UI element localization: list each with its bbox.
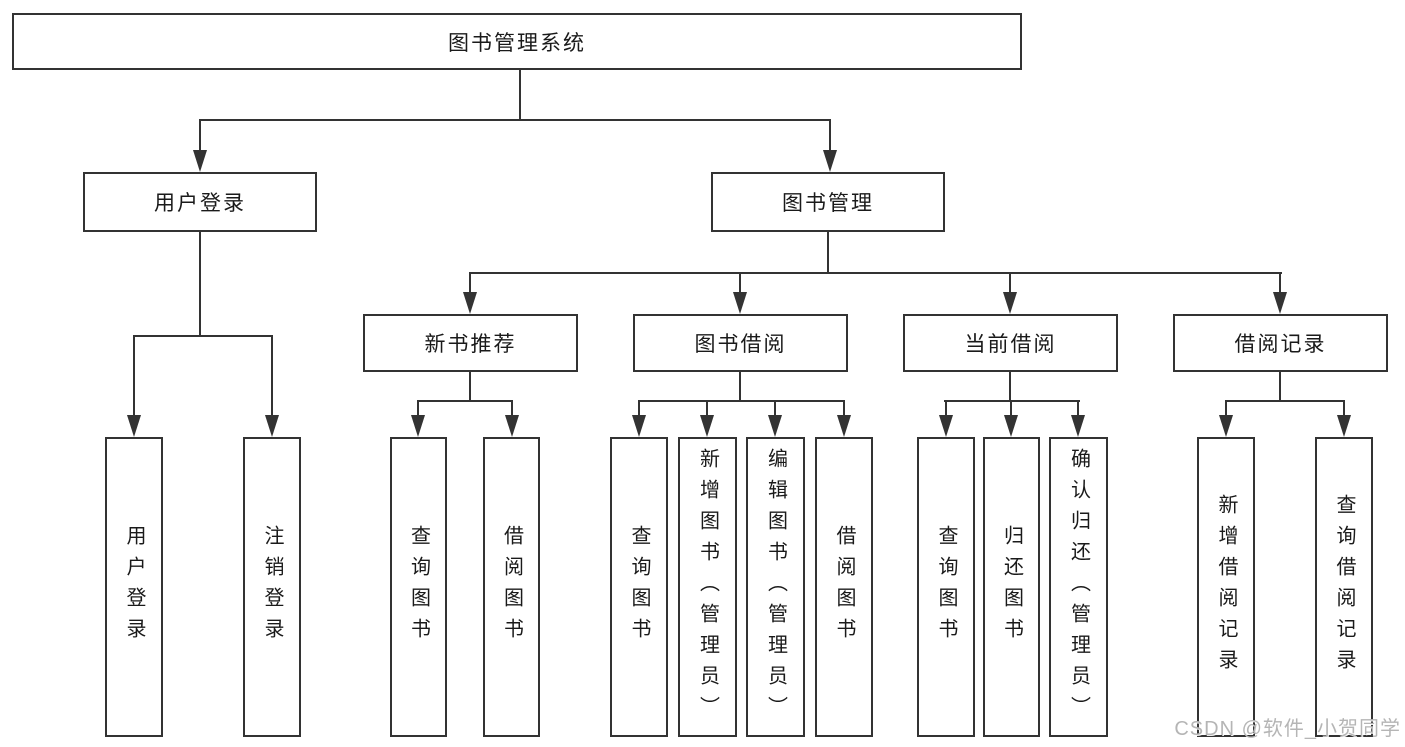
arrow-down-icon xyxy=(1337,415,1351,437)
connector-line xyxy=(1279,372,1281,400)
arrow-down-icon xyxy=(1004,415,1018,437)
leaf-current-search: 查询图书 xyxy=(917,437,975,737)
connector-line xyxy=(1225,400,1227,417)
arrow-down-icon xyxy=(700,415,714,437)
connector-line xyxy=(945,400,947,417)
connector-line xyxy=(739,272,741,294)
leaf-records-search: 查询借阅记录 xyxy=(1315,437,1373,737)
connector-line xyxy=(739,372,741,400)
node-label: 借阅图书 xyxy=(833,525,855,649)
arrow-down-icon xyxy=(1003,292,1017,314)
watermark: CSDN @软件_小贺同学 xyxy=(1174,718,1401,740)
node-borrow-records: 借阅记录 xyxy=(1173,314,1388,372)
node-label: 新增借阅记录 xyxy=(1215,494,1237,680)
node-label: 借阅图书 xyxy=(500,525,523,649)
node-book-borrow: 图书借阅 xyxy=(633,314,848,372)
arrow-down-icon xyxy=(463,292,477,314)
leaf-current-return: 归还图书 xyxy=(983,437,1040,737)
node-label: 用户登录 xyxy=(123,525,145,649)
leaf-newbook-search: 查询图书 xyxy=(390,437,447,737)
connector-line xyxy=(1279,272,1281,294)
connector-line xyxy=(1010,400,1012,417)
arrow-down-icon xyxy=(632,415,646,437)
node-label: 新增图书（管理员） xyxy=(696,447,719,727)
node-label: 借阅记录 xyxy=(1234,333,1327,356)
arrow-down-icon xyxy=(1219,415,1233,437)
arrow-down-icon xyxy=(505,415,519,437)
arrow-down-icon xyxy=(939,415,953,437)
node-label: 图书管理系统 xyxy=(448,31,586,55)
node-library-system: 图书管理系统 xyxy=(12,13,1022,70)
arrow-down-icon xyxy=(1071,415,1085,437)
node-label: 归还图书 xyxy=(1000,525,1023,649)
node-label: 新书推荐 xyxy=(424,333,517,356)
connector-line xyxy=(1009,272,1011,294)
node-label: 当前借阅 xyxy=(964,333,1057,356)
node-label: 查询图书 xyxy=(628,525,650,649)
arrow-down-icon xyxy=(193,150,207,172)
arrow-down-icon xyxy=(823,150,837,172)
connector-line xyxy=(1077,400,1079,417)
arrow-down-icon xyxy=(265,415,279,437)
leaf-logout: 注销登录 xyxy=(243,437,301,737)
connector-line xyxy=(774,400,776,417)
leaf-user-login: 用户登录 xyxy=(105,437,163,737)
connector-line xyxy=(271,335,273,417)
connector-line xyxy=(417,400,513,402)
connector-line xyxy=(417,400,419,417)
arrow-down-icon xyxy=(837,415,851,437)
node-label: 图书管理 xyxy=(782,192,874,215)
connector-line xyxy=(199,119,831,121)
arrow-down-icon xyxy=(733,292,747,314)
node-user-login: 用户登录 xyxy=(83,172,317,232)
leaf-current-confirm-admin: 确认归还（管理员） xyxy=(1049,437,1108,737)
arrow-down-icon xyxy=(768,415,782,437)
leaf-records-add: 新增借阅记录 xyxy=(1197,437,1255,737)
connector-line xyxy=(469,372,471,400)
arrow-down-icon xyxy=(127,415,141,437)
connector-line xyxy=(843,400,845,417)
leaf-borrow-edit-admin: 编辑图书（管理员） xyxy=(746,437,805,737)
node-label: 查询图书 xyxy=(407,525,430,649)
connector-line xyxy=(706,400,708,417)
arrow-down-icon xyxy=(1273,292,1287,314)
connector-line xyxy=(199,119,201,152)
leaf-newbook-borrow: 借阅图书 xyxy=(483,437,540,737)
arrow-down-icon xyxy=(411,415,425,437)
connector-line xyxy=(1009,372,1011,400)
node-book-management: 图书管理 xyxy=(711,172,945,232)
node-new-book-recommend: 新书推荐 xyxy=(363,314,578,372)
connector-line xyxy=(1225,400,1345,402)
connector-line xyxy=(511,400,513,417)
connector-line xyxy=(944,400,1080,402)
connector-line xyxy=(638,400,845,402)
connector-line xyxy=(519,70,521,119)
leaf-borrow-add-admin: 新增图书（管理员） xyxy=(678,437,737,737)
node-label: 查询图书 xyxy=(935,525,957,649)
connector-line xyxy=(827,232,829,272)
node-label: 确认归还（管理员） xyxy=(1067,447,1090,727)
node-current-borrow: 当前借阅 xyxy=(903,314,1118,372)
node-label: 用户登录 xyxy=(154,192,246,215)
node-label: 查询借阅记录 xyxy=(1333,494,1355,680)
node-label: 编辑图书（管理员） xyxy=(764,447,787,727)
connector-line xyxy=(199,232,201,335)
leaf-borrow-book: 借阅图书 xyxy=(815,437,873,737)
connector-line xyxy=(133,335,135,417)
connector-line xyxy=(469,272,471,294)
connector-line xyxy=(133,335,273,337)
connector-line xyxy=(829,119,831,152)
node-label: 图书借阅 xyxy=(694,333,787,356)
connector-line xyxy=(1343,400,1345,417)
connector-line xyxy=(469,272,1282,274)
node-label: 注销登录 xyxy=(261,525,283,649)
leaf-borrow-search: 查询图书 xyxy=(610,437,668,737)
connector-line xyxy=(638,400,640,417)
